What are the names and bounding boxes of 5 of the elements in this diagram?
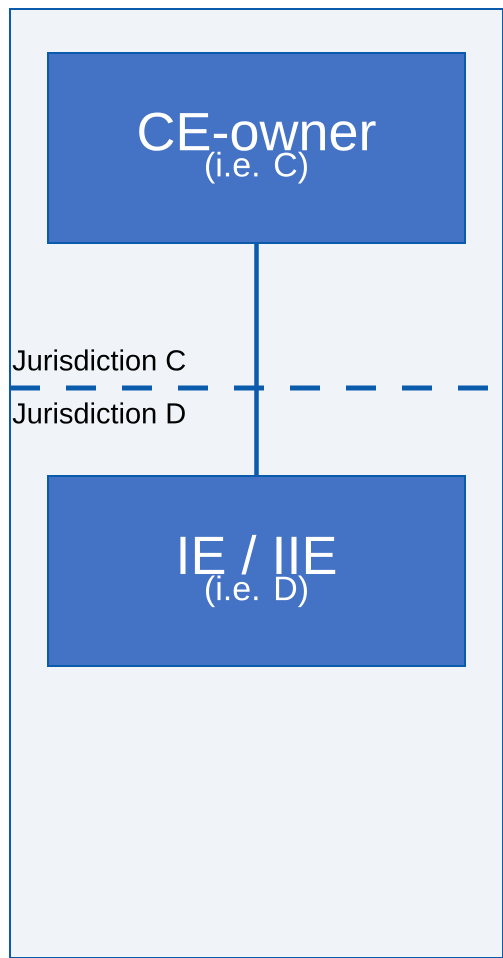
entity-box: IE / IIE (i.e. D) [47, 475, 466, 667]
connector-line [254, 244, 259, 475]
jurisdiction-label: Jurisdiction C [12, 349, 186, 371]
entity-box: CE-owner (i.e. C) [47, 52, 466, 244]
jurisdiction-label: Jurisdiction D [12, 402, 185, 424]
